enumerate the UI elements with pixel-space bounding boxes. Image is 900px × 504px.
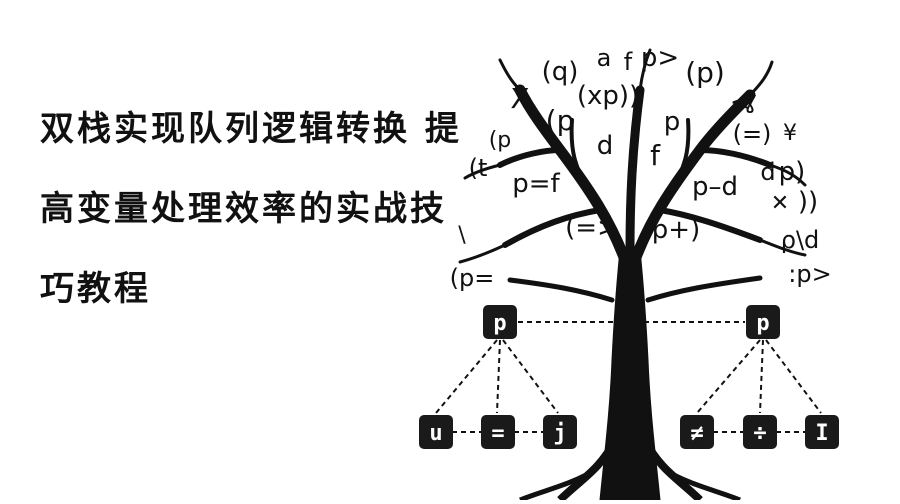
left-leaf-node-label: j xyxy=(553,421,566,446)
tree-symbol: d xyxy=(760,158,775,186)
tree-symbol: (p xyxy=(489,128,512,153)
tree-symbol: p–d xyxy=(692,172,738,202)
right-leaf-node: ÷ xyxy=(743,415,777,449)
tree-symbol: :p> xyxy=(788,260,831,288)
tree-symbol: (p xyxy=(546,104,575,137)
left-leaf-node: = xyxy=(481,415,515,449)
tree-symbol: d xyxy=(597,131,614,161)
right-leaf-node-label: ÷ xyxy=(753,421,766,446)
tree-symbol: p xyxy=(664,107,681,137)
tree-symbol: (p) xyxy=(685,56,725,89)
top-node-label: p xyxy=(493,311,506,336)
tree-symbol: f xyxy=(650,139,661,172)
tree-symbol: (p= xyxy=(450,264,495,292)
tree-symbol: < xyxy=(730,88,750,116)
tree-symbol: (q) xyxy=(542,57,579,87)
left-leaf-node: u xyxy=(419,415,453,449)
title-block: 双栈实现队列逻辑转换 提 高变量处理效率的实战技 巧教程 xyxy=(40,112,520,352)
node-connectors xyxy=(435,321,822,433)
right-leaf-node: ≠ xyxy=(680,415,714,449)
tree-symbol: ✕ xyxy=(771,191,789,216)
tree-symbol: (t xyxy=(469,154,488,182)
left-leaf-node: j xyxy=(543,415,577,449)
left-leaf-node-label: u xyxy=(429,421,442,446)
tree-symbol: ¥ xyxy=(783,121,797,146)
title-line-2: 高变量处理效率的实战技 xyxy=(40,189,447,229)
tree-symbol: p> xyxy=(641,43,679,73)
tree-symbol: X xyxy=(510,82,529,115)
tree-symbol: )) xyxy=(798,187,818,217)
tree-symbol: ρ\d xyxy=(781,226,820,254)
tree-symbol: p=f xyxy=(512,169,560,199)
top-node: p xyxy=(483,305,517,339)
tree-symbol: (=> xyxy=(565,213,619,243)
top-node-label: p xyxy=(756,311,769,336)
tree-trunk xyxy=(519,249,741,503)
tree-branches xyxy=(458,48,807,303)
title-line-3: 巧教程 xyxy=(40,269,151,309)
tree-symbol: \ xyxy=(458,223,466,248)
tree-symbol: f xyxy=(624,48,633,76)
tree-symbol: (=) xyxy=(733,120,772,148)
tree-symbol: p) xyxy=(779,157,806,187)
tree-nodes: p p u = j ≠ ÷ I xyxy=(419,305,839,449)
tree-symbol: (xp)) xyxy=(577,81,639,111)
right-leaf-node-label: I xyxy=(815,421,828,446)
tree-symbol: ɣ xyxy=(743,86,757,114)
tree-symbol: p+) xyxy=(652,215,700,245)
title-line-1: 双栈实现队列逻辑转换 提 xyxy=(40,109,462,149)
right-leaf-node-label: ≠ xyxy=(690,421,703,446)
tree-symbol: a xyxy=(597,44,612,72)
right-leaf-node: I xyxy=(805,415,839,449)
top-node: p xyxy=(746,305,780,339)
left-leaf-node-label: = xyxy=(491,421,504,446)
